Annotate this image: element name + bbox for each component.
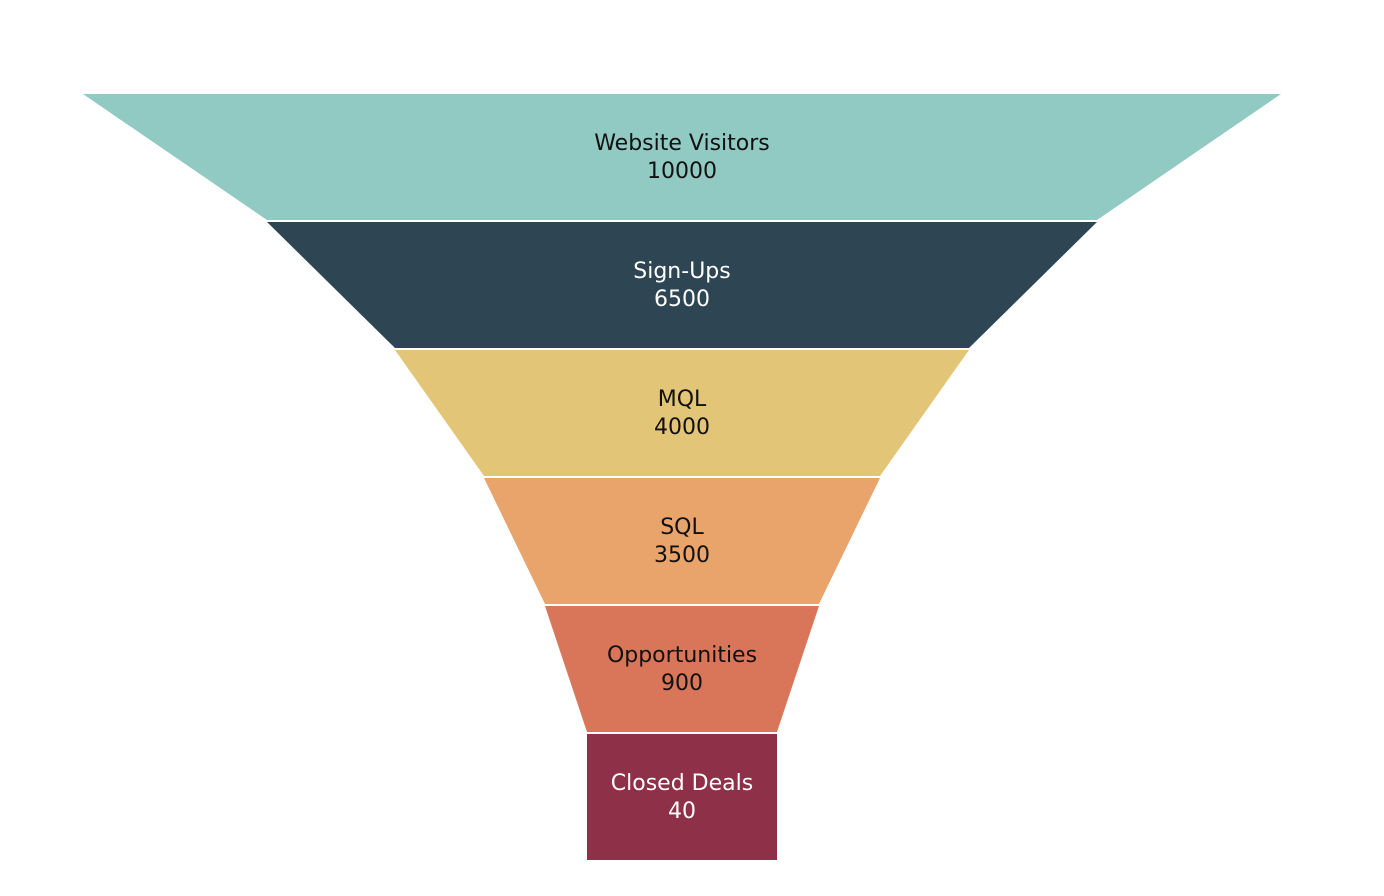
stage-value-3: 4000 <box>654 415 710 440</box>
stage-label-5: Opportunities <box>607 643 757 668</box>
funnel-stage-5 <box>545 606 819 732</box>
stage-value-4: 3500 <box>654 543 710 568</box>
stage-label-3: MQL <box>658 387 707 412</box>
funnel-stage-2 <box>267 222 1097 348</box>
stage-label-4: SQL <box>660 515 704 540</box>
stage-value-5: 900 <box>661 671 703 696</box>
stage-label-1: Website Visitors <box>594 131 770 156</box>
stage-value-1: 10000 <box>647 159 717 184</box>
funnel-stage-3 <box>395 350 969 476</box>
stage-label-6: Closed Deals <box>611 771 753 796</box>
stage-label-2: Sign-Ups <box>633 259 730 284</box>
stage-value-2: 6500 <box>654 287 710 312</box>
stage-value-6: 40 <box>668 799 696 824</box>
funnel-stage-1 <box>83 94 1281 220</box>
funnel-stage-6 <box>587 734 777 860</box>
funnel-stage-4 <box>484 478 880 604</box>
